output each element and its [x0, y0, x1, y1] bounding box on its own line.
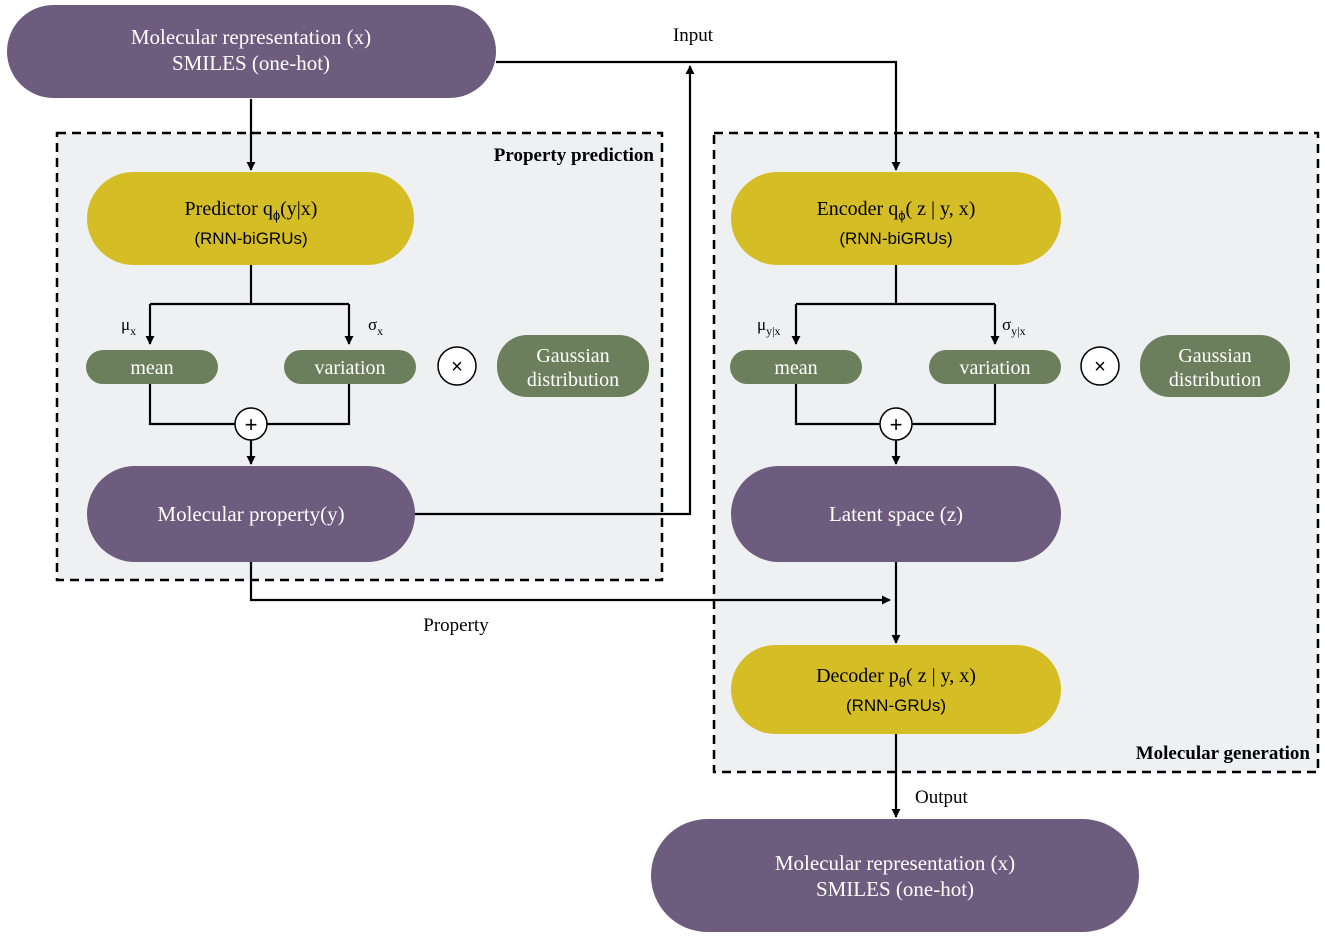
mean-node-right: mean: [730, 350, 862, 384]
svg-text:Molecular representation (x): Molecular representation (x): [775, 851, 1015, 875]
sigma-x-label: σx: [368, 315, 383, 338]
svg-text:distribution: distribution: [527, 369, 619, 391]
svg-text:Latent space (z): Latent space (z): [829, 502, 963, 526]
svg-text:Encoder qϕ( z | y, x): Encoder qϕ( z | y, x): [817, 198, 976, 223]
input-representation-node: Molecular representation (x) SMILES (one…: [7, 5, 496, 98]
svg-text:(RNN-GRUs): (RNN-GRUs): [846, 696, 946, 715]
plus-icon-right: +: [879, 407, 913, 441]
svg-text:SMILES (one-hot): SMILES (one-hot): [172, 51, 330, 75]
multiply-icon-right: ×: [1080, 346, 1120, 386]
svg-text:variation: variation: [314, 357, 385, 379]
predictor-node: Predictor qϕ(y|x) (RNN-biGRUs): [87, 172, 414, 265]
property-label: Property: [423, 615, 489, 636]
svg-text:+: +: [890, 412, 903, 437]
variation-node-right: variation: [929, 350, 1061, 384]
svg-text:mean: mean: [774, 357, 817, 379]
svg-text:Gaussian: Gaussian: [536, 345, 609, 367]
sigma-yx-label: σy|x: [1002, 315, 1026, 338]
svg-text:(RNN-biGRUs): (RNN-biGRUs): [839, 229, 952, 248]
svg-text:variation: variation: [959, 357, 1030, 379]
mu-yx-label: μy|x: [757, 315, 781, 338]
output-representation-node: Molecular representation (x) SMILES (one…: [651, 819, 1139, 932]
property-prediction-title: Property prediction: [494, 145, 655, 166]
molecular-property-node: Molecular property(y): [87, 466, 415, 562]
svg-text:SMILES (one-hot): SMILES (one-hot): [816, 877, 974, 901]
molecular-generation-title: Molecular generation: [1136, 743, 1311, 764]
svg-text:Molecular representation (x): Molecular representation (x): [131, 25, 371, 49]
encoder-node: Encoder qϕ( z | y, x) (RNN-biGRUs): [731, 172, 1061, 265]
input-label: Input: [673, 25, 714, 46]
plus-icon-left: +: [234, 407, 268, 441]
svg-text:Molecular property(y): Molecular property(y): [157, 502, 344, 526]
svg-text:Gaussian: Gaussian: [1178, 345, 1251, 367]
edge-property-to-input: [415, 65, 695, 516]
svg-text:Predictor qϕ(y|x): Predictor qϕ(y|x): [185, 198, 318, 223]
edge-input-to-encoder: [496, 60, 901, 171]
gaussian-node-right: Gaussian distribution: [1140, 335, 1290, 397]
gaussian-node-left: Gaussian distribution: [497, 335, 649, 397]
variation-node-left: variation: [284, 350, 416, 384]
connectors: [145, 60, 1000, 818]
decoder-node: Decoder pθ( z | y, x) (RNN-GRUs): [731, 645, 1061, 734]
svg-text:(RNN-biGRUs): (RNN-biGRUs): [194, 229, 307, 248]
svg-text:×: ×: [1094, 356, 1106, 378]
multiply-icon-left: ×: [437, 346, 477, 386]
svg-text:×: ×: [451, 356, 463, 378]
mean-node-left: mean: [86, 350, 218, 384]
output-label: Output: [915, 787, 969, 808]
svg-text:+: +: [245, 412, 258, 437]
svg-text:distribution: distribution: [1169, 369, 1261, 391]
edge-property-to-decoder: [249, 562, 891, 605]
mu-x-label: μx: [121, 315, 136, 338]
svg-text:mean: mean: [130, 357, 173, 379]
svg-text:Decoder pθ( z | y, x): Decoder pθ( z | y, x): [816, 665, 976, 690]
latent-space-node: Latent space (z): [731, 466, 1061, 562]
